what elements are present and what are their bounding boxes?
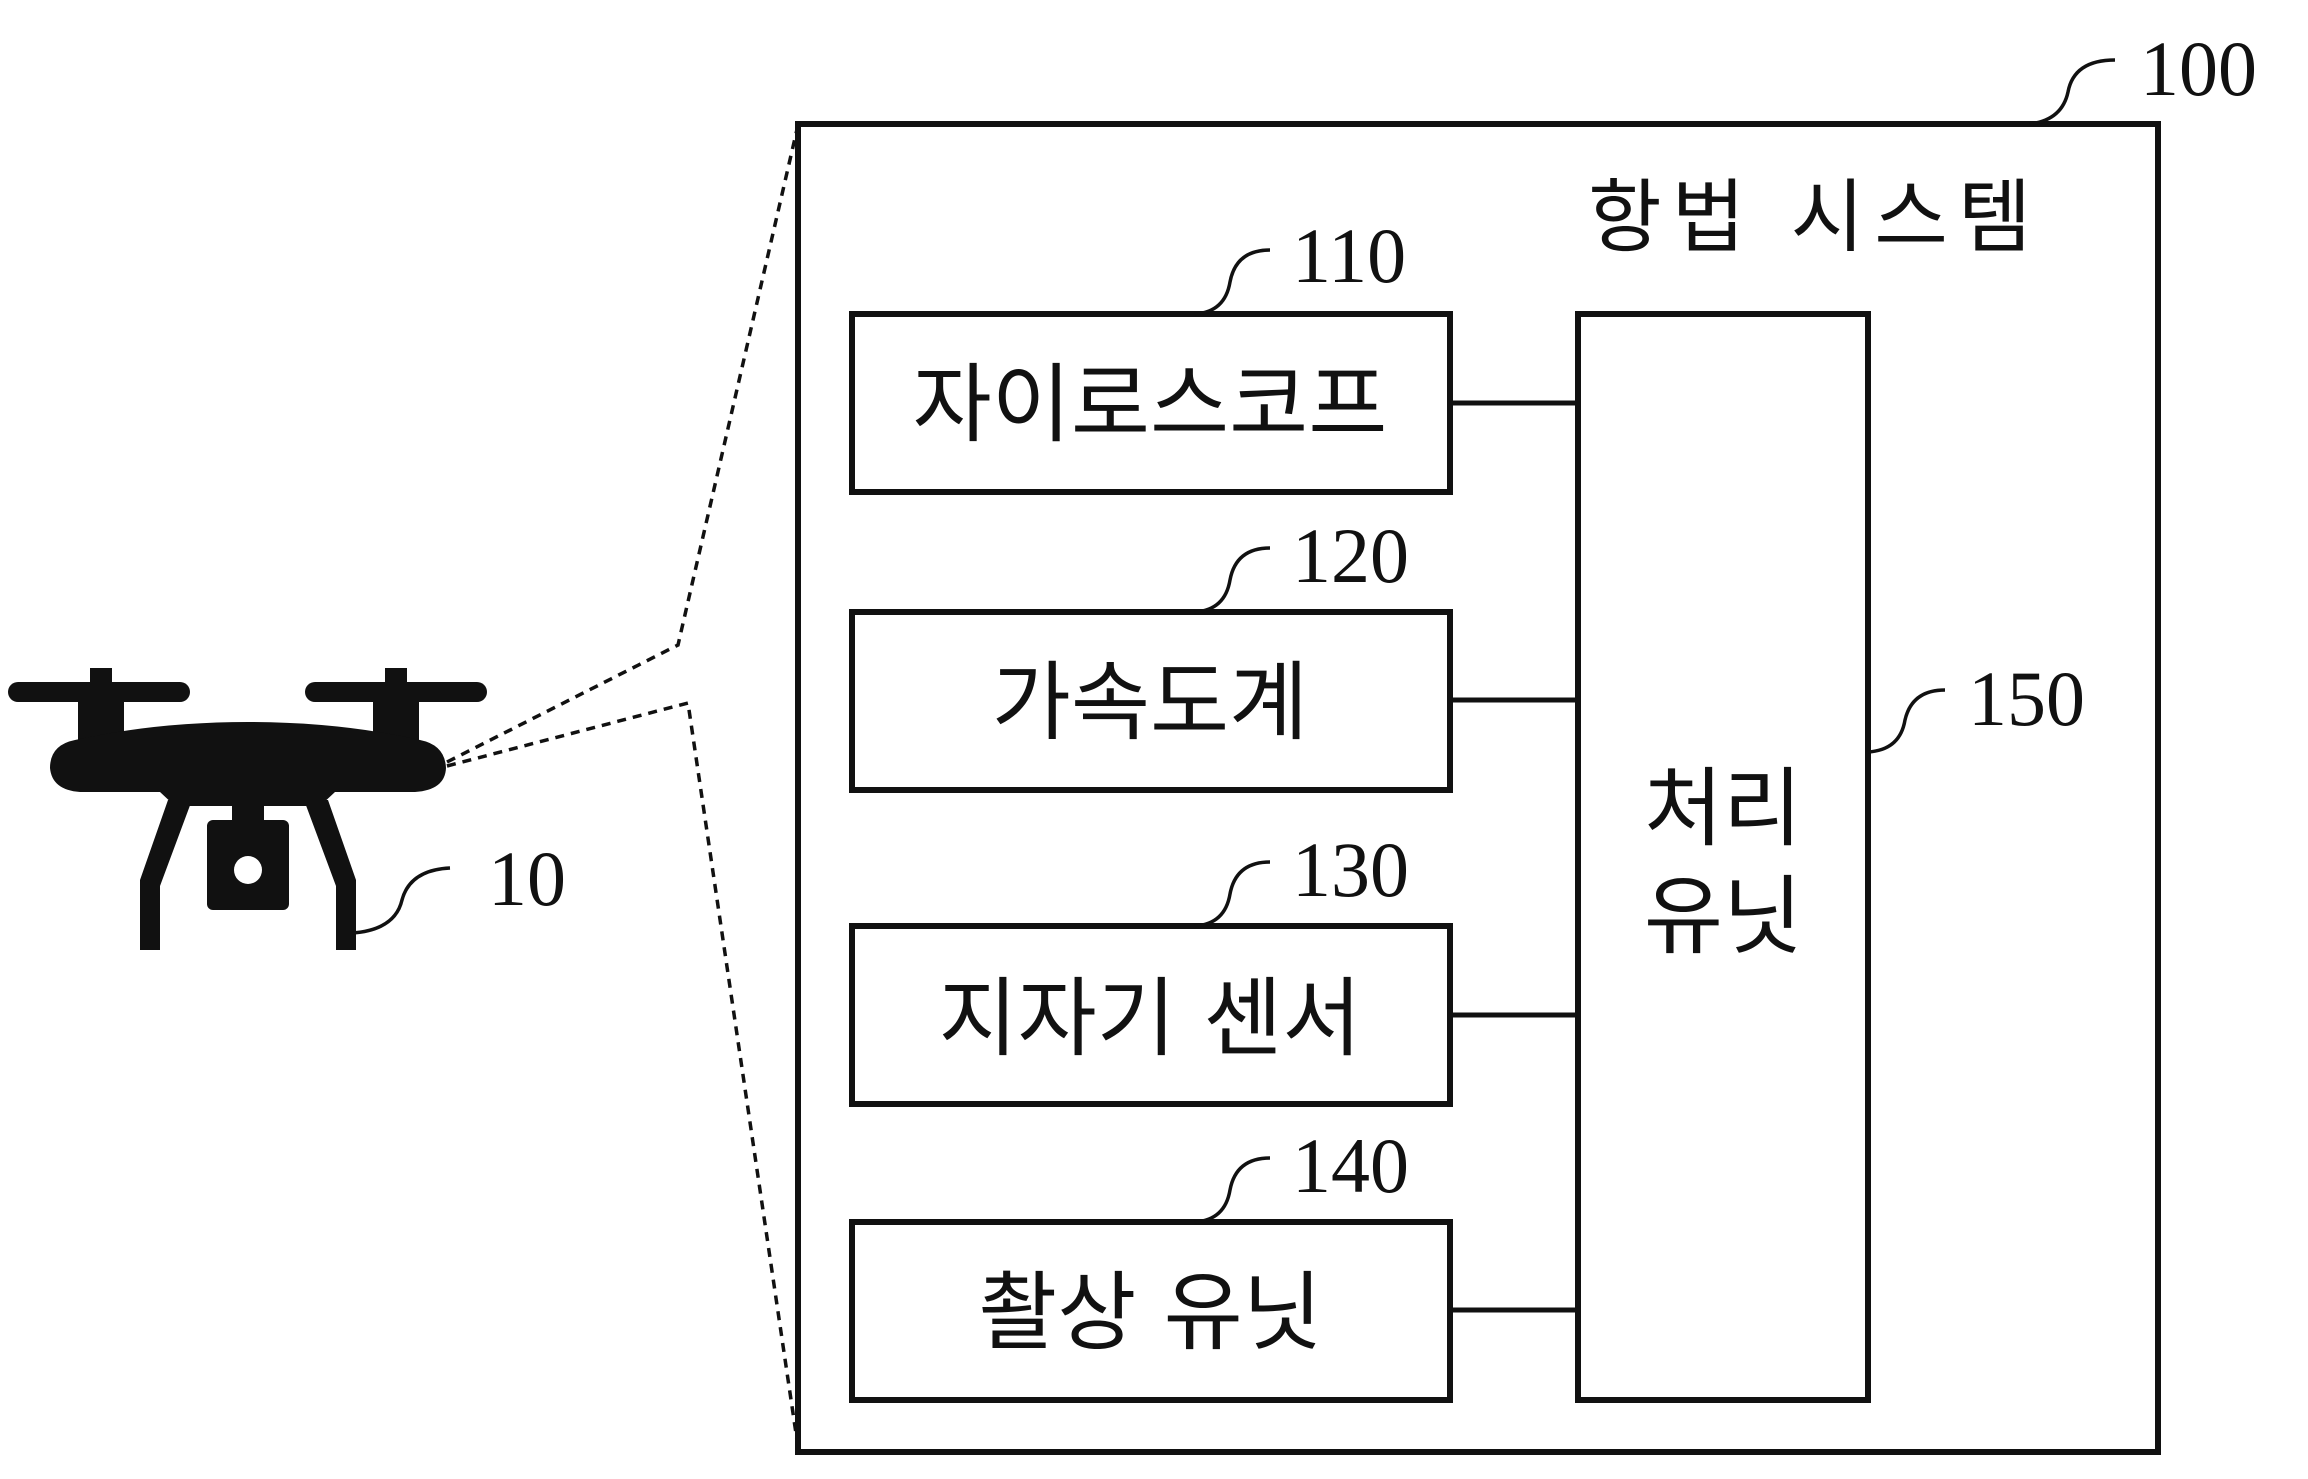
imaging-unit-label: 촬상 유닛 <box>978 1263 1322 1363</box>
magnetometer-ref-label: 130 <box>1292 826 1409 913</box>
processing-ref-label: 150 <box>1968 655 2085 742</box>
drone-ref-label: 10 <box>488 835 566 922</box>
drone-icon <box>8 668 487 950</box>
processing-unit-label-line2: 유닛 <box>1644 867 1802 967</box>
drone-ref-leader <box>351 866 451 935</box>
processing-unit-label-line1: 처리 <box>1644 759 1802 859</box>
system-title: 항법 시스템 <box>1588 171 2041 264</box>
imaging-unit-ref-leader <box>1194 1156 1271 1224</box>
gyroscope-ref-label: 110 <box>1292 212 1406 299</box>
magnetometer-box <box>849 923 1453 1107</box>
accelerometer-ref-label: 120 <box>1292 512 1409 599</box>
zoom-line-upper <box>446 124 800 764</box>
accelerometer-box <box>849 609 1453 793</box>
accelerometer-label: 가속도계 <box>992 653 1308 753</box>
accelerometer-ref-leader <box>1194 546 1271 614</box>
system-ref-label: 100 <box>2140 25 2257 112</box>
gyroscope-ref-leader <box>1194 248 1271 316</box>
system-ref-leader <box>2029 58 2116 126</box>
magnetometer-label: 지자기 센서 <box>939 969 1362 1069</box>
gyroscope-label: 자이로스코프 <box>913 355 1388 455</box>
processing-unit-box <box>1575 311 1871 1403</box>
gyroscope-box <box>849 311 1453 495</box>
imaging-unit-ref-label: 140 <box>1292 1122 1409 1209</box>
zoom-line-lower <box>446 700 800 1448</box>
magnetometer-ref-leader <box>1194 860 1271 928</box>
processing-ref-leader <box>1867 688 1946 754</box>
